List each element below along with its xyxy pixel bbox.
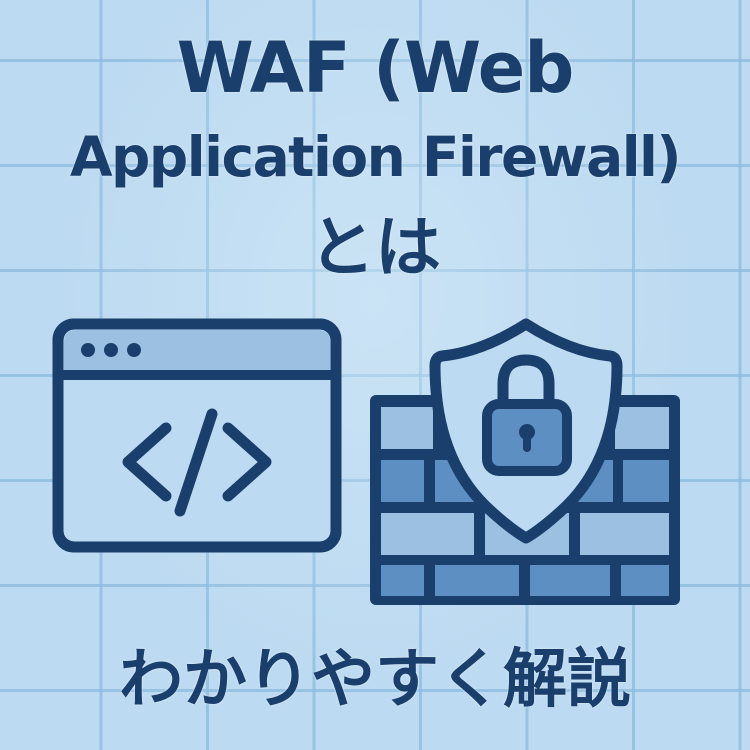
title-line-2: Application Firewall): [69, 125, 682, 189]
browser-window-code-icon: [52, 318, 342, 553]
title-line-3: とは: [309, 209, 441, 286]
firewall-shield-lock-icon: [370, 318, 680, 605]
code-brackets-icon: [122, 408, 272, 517]
subtitle: わかりやすく解説: [119, 643, 631, 717]
title-line-1: WAF (Web: [176, 27, 575, 109]
window-dots-icon: [81, 343, 141, 357]
padlock-icon: [482, 354, 572, 476]
